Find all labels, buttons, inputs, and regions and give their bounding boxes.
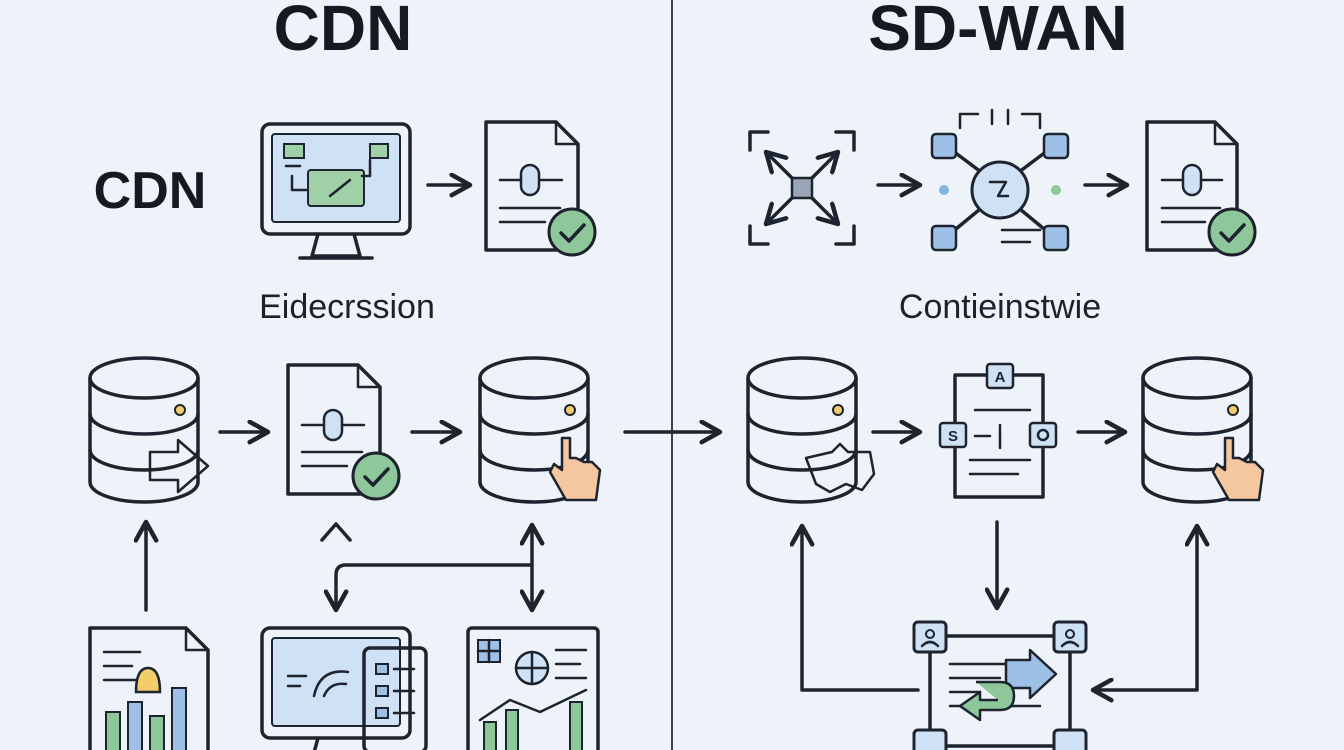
database-icon [88, 356, 210, 504]
left-caption: Eidecrssion [259, 288, 435, 326]
connector [802, 526, 920, 692]
doc-letter-top: A [995, 369, 1006, 386]
connector [1093, 526, 1197, 690]
caret-up-icon [320, 522, 352, 542]
document-flow-icon: A S [938, 362, 1058, 499]
monitor-device-icon [260, 626, 428, 750]
doc-letter-left: S [948, 428, 958, 445]
right-title: SD-WAN [868, 0, 1128, 64]
analytics-globe-icon [466, 626, 600, 750]
database-pointer-icon [1141, 356, 1265, 504]
connector [336, 563, 534, 610]
document-check-icon [286, 363, 401, 501]
left-side-title: CDN [94, 162, 207, 220]
document-check-icon [1145, 120, 1257, 257]
left-title: CDN [274, 0, 413, 64]
report-chart-icon [88, 626, 210, 750]
expand-icon [748, 130, 856, 246]
database-icon [746, 356, 876, 504]
network-hub-icon [930, 108, 1070, 252]
database-pointer-icon [478, 356, 602, 504]
routing-panel-icon [912, 620, 1088, 750]
right-caption: Contieinstwie [899, 288, 1101, 326]
monitor-icon [260, 122, 412, 260]
document-check-icon [484, 120, 597, 257]
